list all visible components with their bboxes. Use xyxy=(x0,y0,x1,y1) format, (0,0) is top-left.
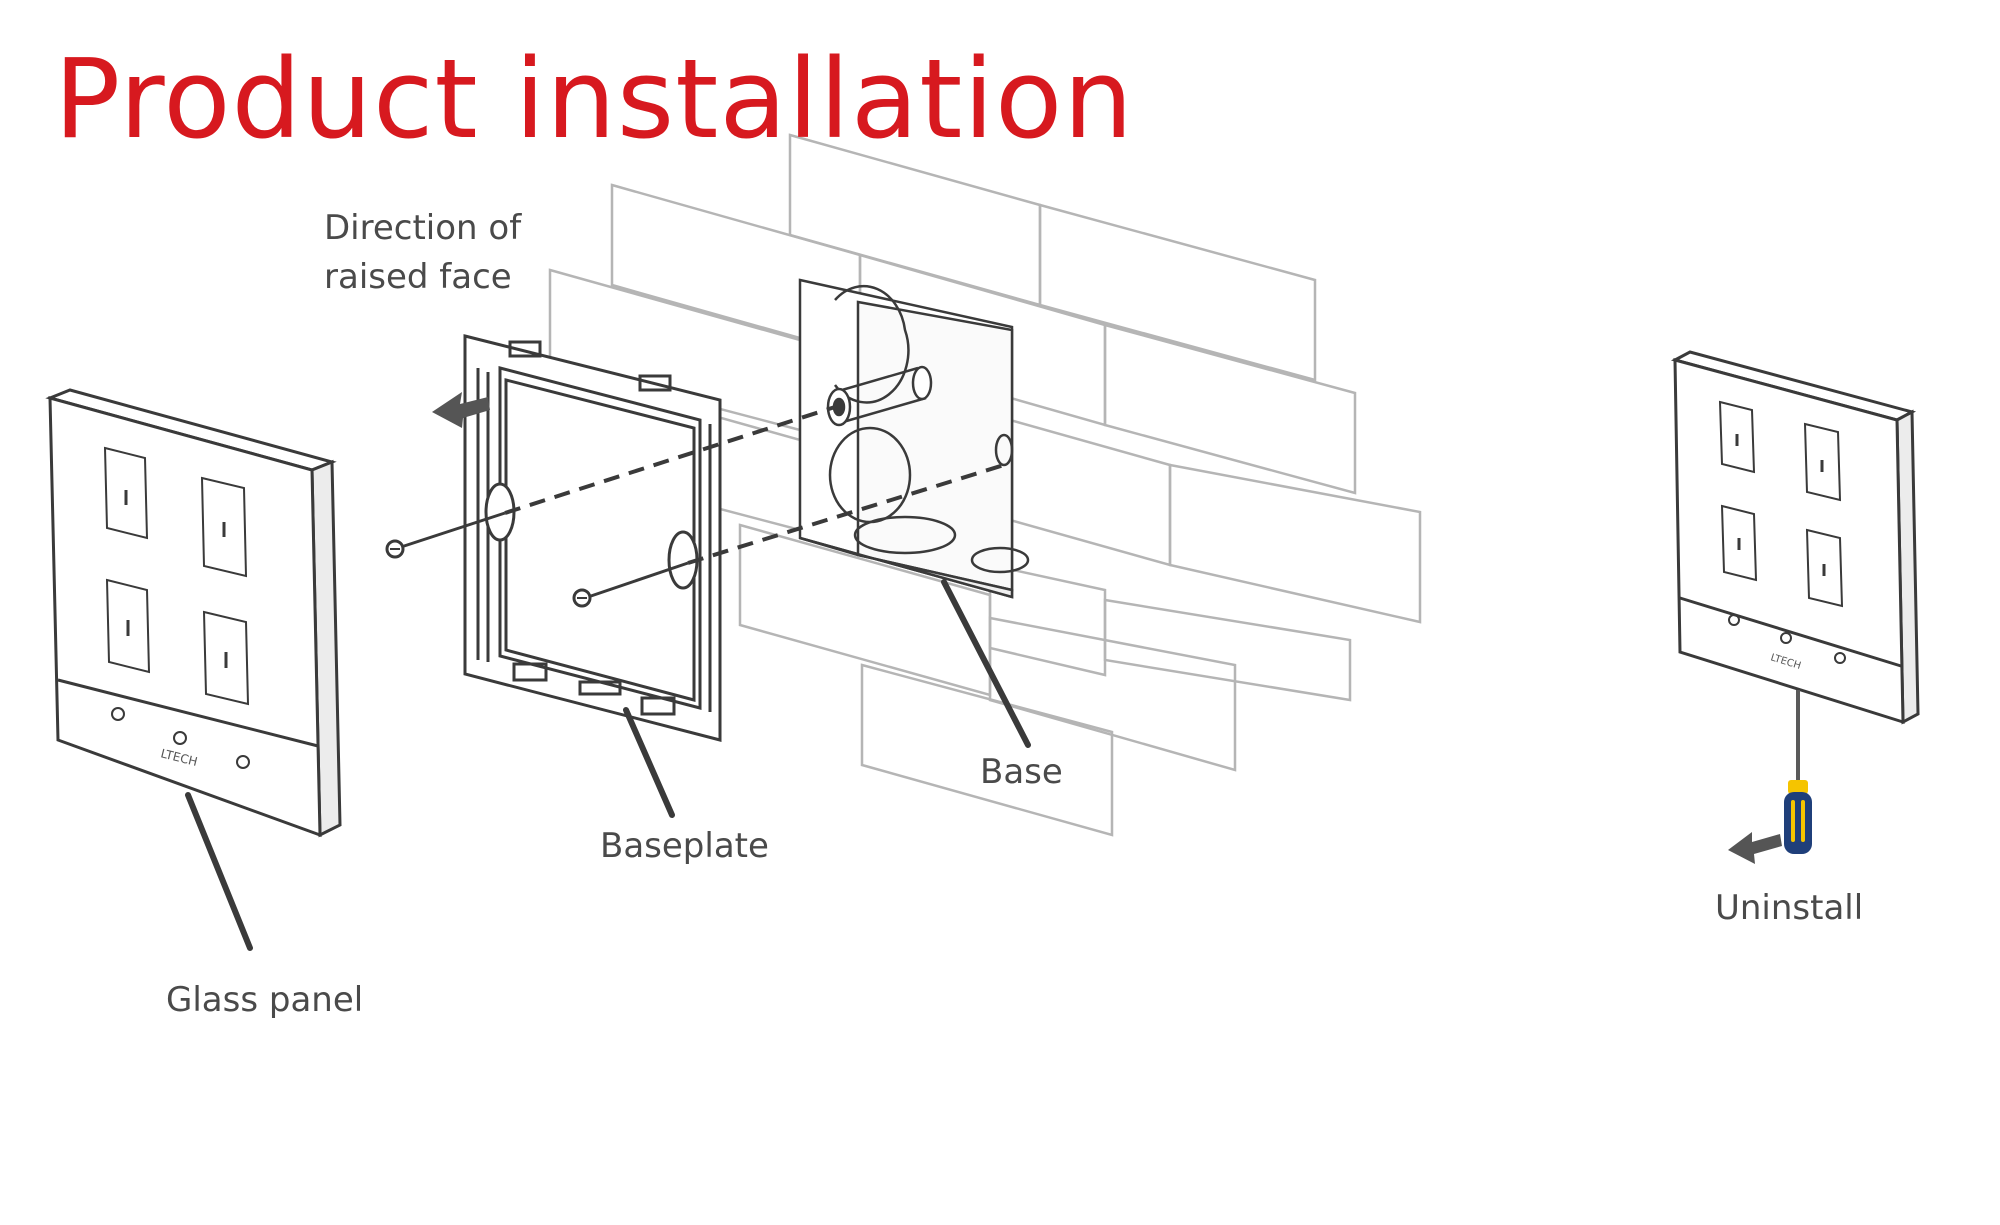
wall-brick xyxy=(1103,598,1352,702)
touch-key xyxy=(200,476,248,578)
touch-key xyxy=(202,610,250,706)
baseplate xyxy=(463,334,722,742)
base-knockout xyxy=(833,284,910,404)
page-title: Product installation xyxy=(54,35,1134,163)
leader-baseplate xyxy=(623,707,675,818)
screw-upper xyxy=(385,511,506,559)
wall-brick xyxy=(1038,203,1317,382)
screwdriver-icon xyxy=(1784,690,1812,854)
base-box xyxy=(798,278,1030,599)
indicator-led xyxy=(1780,632,1792,644)
label-base: Base xyxy=(980,752,1063,792)
leader-glass-panel xyxy=(185,792,253,951)
touch-key xyxy=(105,578,151,674)
alignment-lines xyxy=(504,405,1005,565)
label-uninstall: Uninstall xyxy=(1715,888,1864,928)
wall-brick xyxy=(1103,323,1357,495)
label-baseplate: Baseplate xyxy=(600,826,769,866)
touch-key xyxy=(1720,504,1758,582)
indicator-led xyxy=(173,731,187,745)
label-direction-raised-face: Direction of raised face xyxy=(324,204,521,302)
glass-panel xyxy=(45,388,342,838)
label-direction-line1: Direction of xyxy=(324,208,522,248)
label-direction-line2: raised face xyxy=(324,257,512,297)
touch-key xyxy=(1718,400,1756,474)
touch-key xyxy=(1803,422,1842,502)
wall-brick xyxy=(860,663,1114,837)
base-screw-boss xyxy=(834,366,927,424)
indicator-led xyxy=(236,755,250,769)
arrow-left-icon xyxy=(432,392,490,428)
base-knockout xyxy=(970,546,1030,574)
touch-key xyxy=(103,446,149,540)
base-knockout xyxy=(853,515,957,555)
leader-base xyxy=(941,579,1031,748)
base-knockout xyxy=(994,433,1014,467)
indicator-led xyxy=(111,707,125,721)
uninstall-panel xyxy=(1670,350,1920,725)
arrow-left-icon xyxy=(1728,832,1782,864)
screw-lower xyxy=(572,561,689,608)
indicator-led xyxy=(1728,614,1740,626)
indicator-led xyxy=(1834,652,1846,664)
wall-brick xyxy=(1168,463,1422,624)
leader-lines xyxy=(185,579,1031,951)
touch-key xyxy=(1805,528,1844,608)
wall-brick xyxy=(1008,418,1172,567)
label-glass-panel: Glass panel xyxy=(166,980,364,1020)
